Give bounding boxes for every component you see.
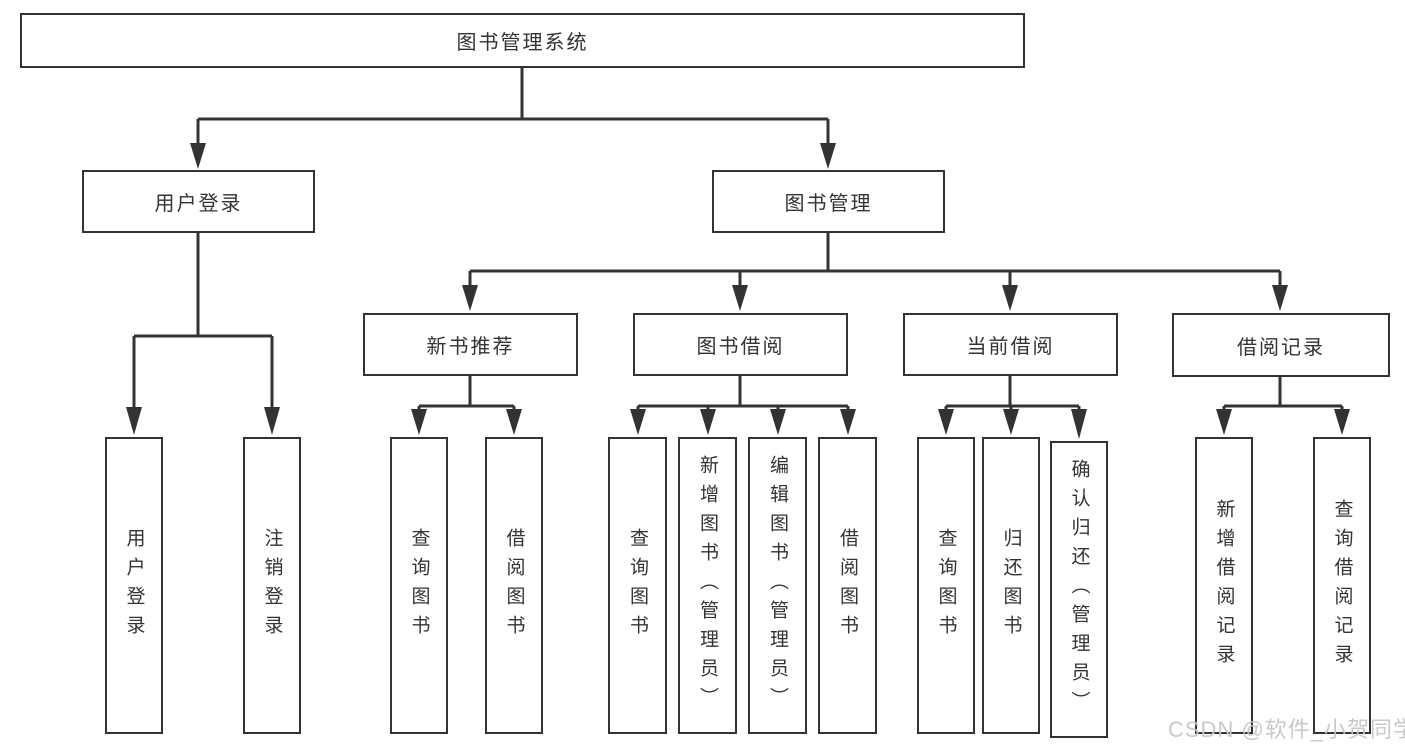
node-book-borrow: 图书借阅 xyxy=(633,313,848,376)
leaf-add-book-admin-label: 新增图书（管理员） xyxy=(697,455,718,716)
node-book-management: 图书管理 xyxy=(712,170,945,233)
leaf-add-borrow-record: 新增借阅记录 xyxy=(1195,437,1253,734)
node-user-login-group-label: 用户登录 xyxy=(154,193,243,215)
leaf-logout: 注销登录 xyxy=(243,437,301,734)
leaf-edit-book-admin-label: 编辑图书（管理员） xyxy=(767,455,788,716)
connector-current xyxy=(944,376,1081,411)
leaf-edit-book-admin: 编辑图书（管理员） xyxy=(748,437,807,734)
node-user-login-group: 用户登录 xyxy=(82,170,315,233)
leaf-query-borrow-record-label: 查询借阅记录 xyxy=(1331,498,1353,673)
leaf-query-book-3-label: 查询图书 xyxy=(935,527,957,644)
leaf-query-book-2: 查询图书 xyxy=(608,437,667,734)
leaf-query-book-2-label: 查询图书 xyxy=(627,527,648,644)
leaf-borrow-book-1: 借阅图书 xyxy=(485,437,543,734)
leaf-borrow-book-2: 借阅图书 xyxy=(818,437,877,734)
connector-borrow xyxy=(636,376,850,411)
leaf-add-borrow-record-label: 新增借阅记录 xyxy=(1213,498,1235,673)
node-borrow-record: 借阅记录 xyxy=(1172,313,1390,377)
csdn-watermark: CSDN @软件_小贺同学 xyxy=(1168,717,1405,742)
connector-record xyxy=(1222,376,1344,411)
leaf-borrow-book-2-label: 借阅图书 xyxy=(837,527,858,644)
leaf-user-login: 用户登录 xyxy=(105,437,163,734)
node-current-borrow: 当前借阅 xyxy=(903,313,1118,376)
leaf-logout-label: 注销登录 xyxy=(261,527,283,644)
leaf-confirm-return-admin-label: 确认归还（管理员） xyxy=(1068,459,1090,720)
leaf-return-book-label: 归还图书 xyxy=(1000,527,1022,644)
node-current-borrow-label: 当前借阅 xyxy=(966,336,1055,358)
node-borrow-record-label: 借阅记录 xyxy=(1237,336,1325,359)
leaf-add-book-admin: 新增图书（管理员） xyxy=(678,437,737,734)
connector-book-mgmt xyxy=(468,233,1282,286)
leaf-confirm-return-admin: 确认归还（管理员） xyxy=(1050,441,1108,738)
node-new-book-recommend: 新书推荐 xyxy=(363,313,578,376)
node-new-book-recommend-label: 新书推荐 xyxy=(426,336,515,358)
node-root-label: 图书管理系统 xyxy=(456,32,589,54)
connector-user-login xyxy=(132,233,274,408)
arrowheads xyxy=(126,143,1350,439)
leaf-query-book-1-label: 查询图书 xyxy=(408,527,430,644)
node-root: 图书管理系统 xyxy=(20,13,1025,68)
leaf-borrow-book-1-label: 借阅图书 xyxy=(503,527,525,644)
connector-new-book xyxy=(417,376,516,411)
leaf-query-borrow-record: 查询借阅记录 xyxy=(1313,437,1371,734)
node-book-borrow-label: 图书借阅 xyxy=(696,336,785,358)
leaf-query-book-1: 查询图书 xyxy=(390,437,448,734)
connector-root xyxy=(196,68,830,145)
node-book-management-label: 图书管理 xyxy=(784,193,873,215)
leaf-user-login-label: 用户登录 xyxy=(123,527,145,644)
leaf-query-book-3: 查询图书 xyxy=(917,437,975,734)
leaf-return-book: 归还图书 xyxy=(982,437,1040,734)
